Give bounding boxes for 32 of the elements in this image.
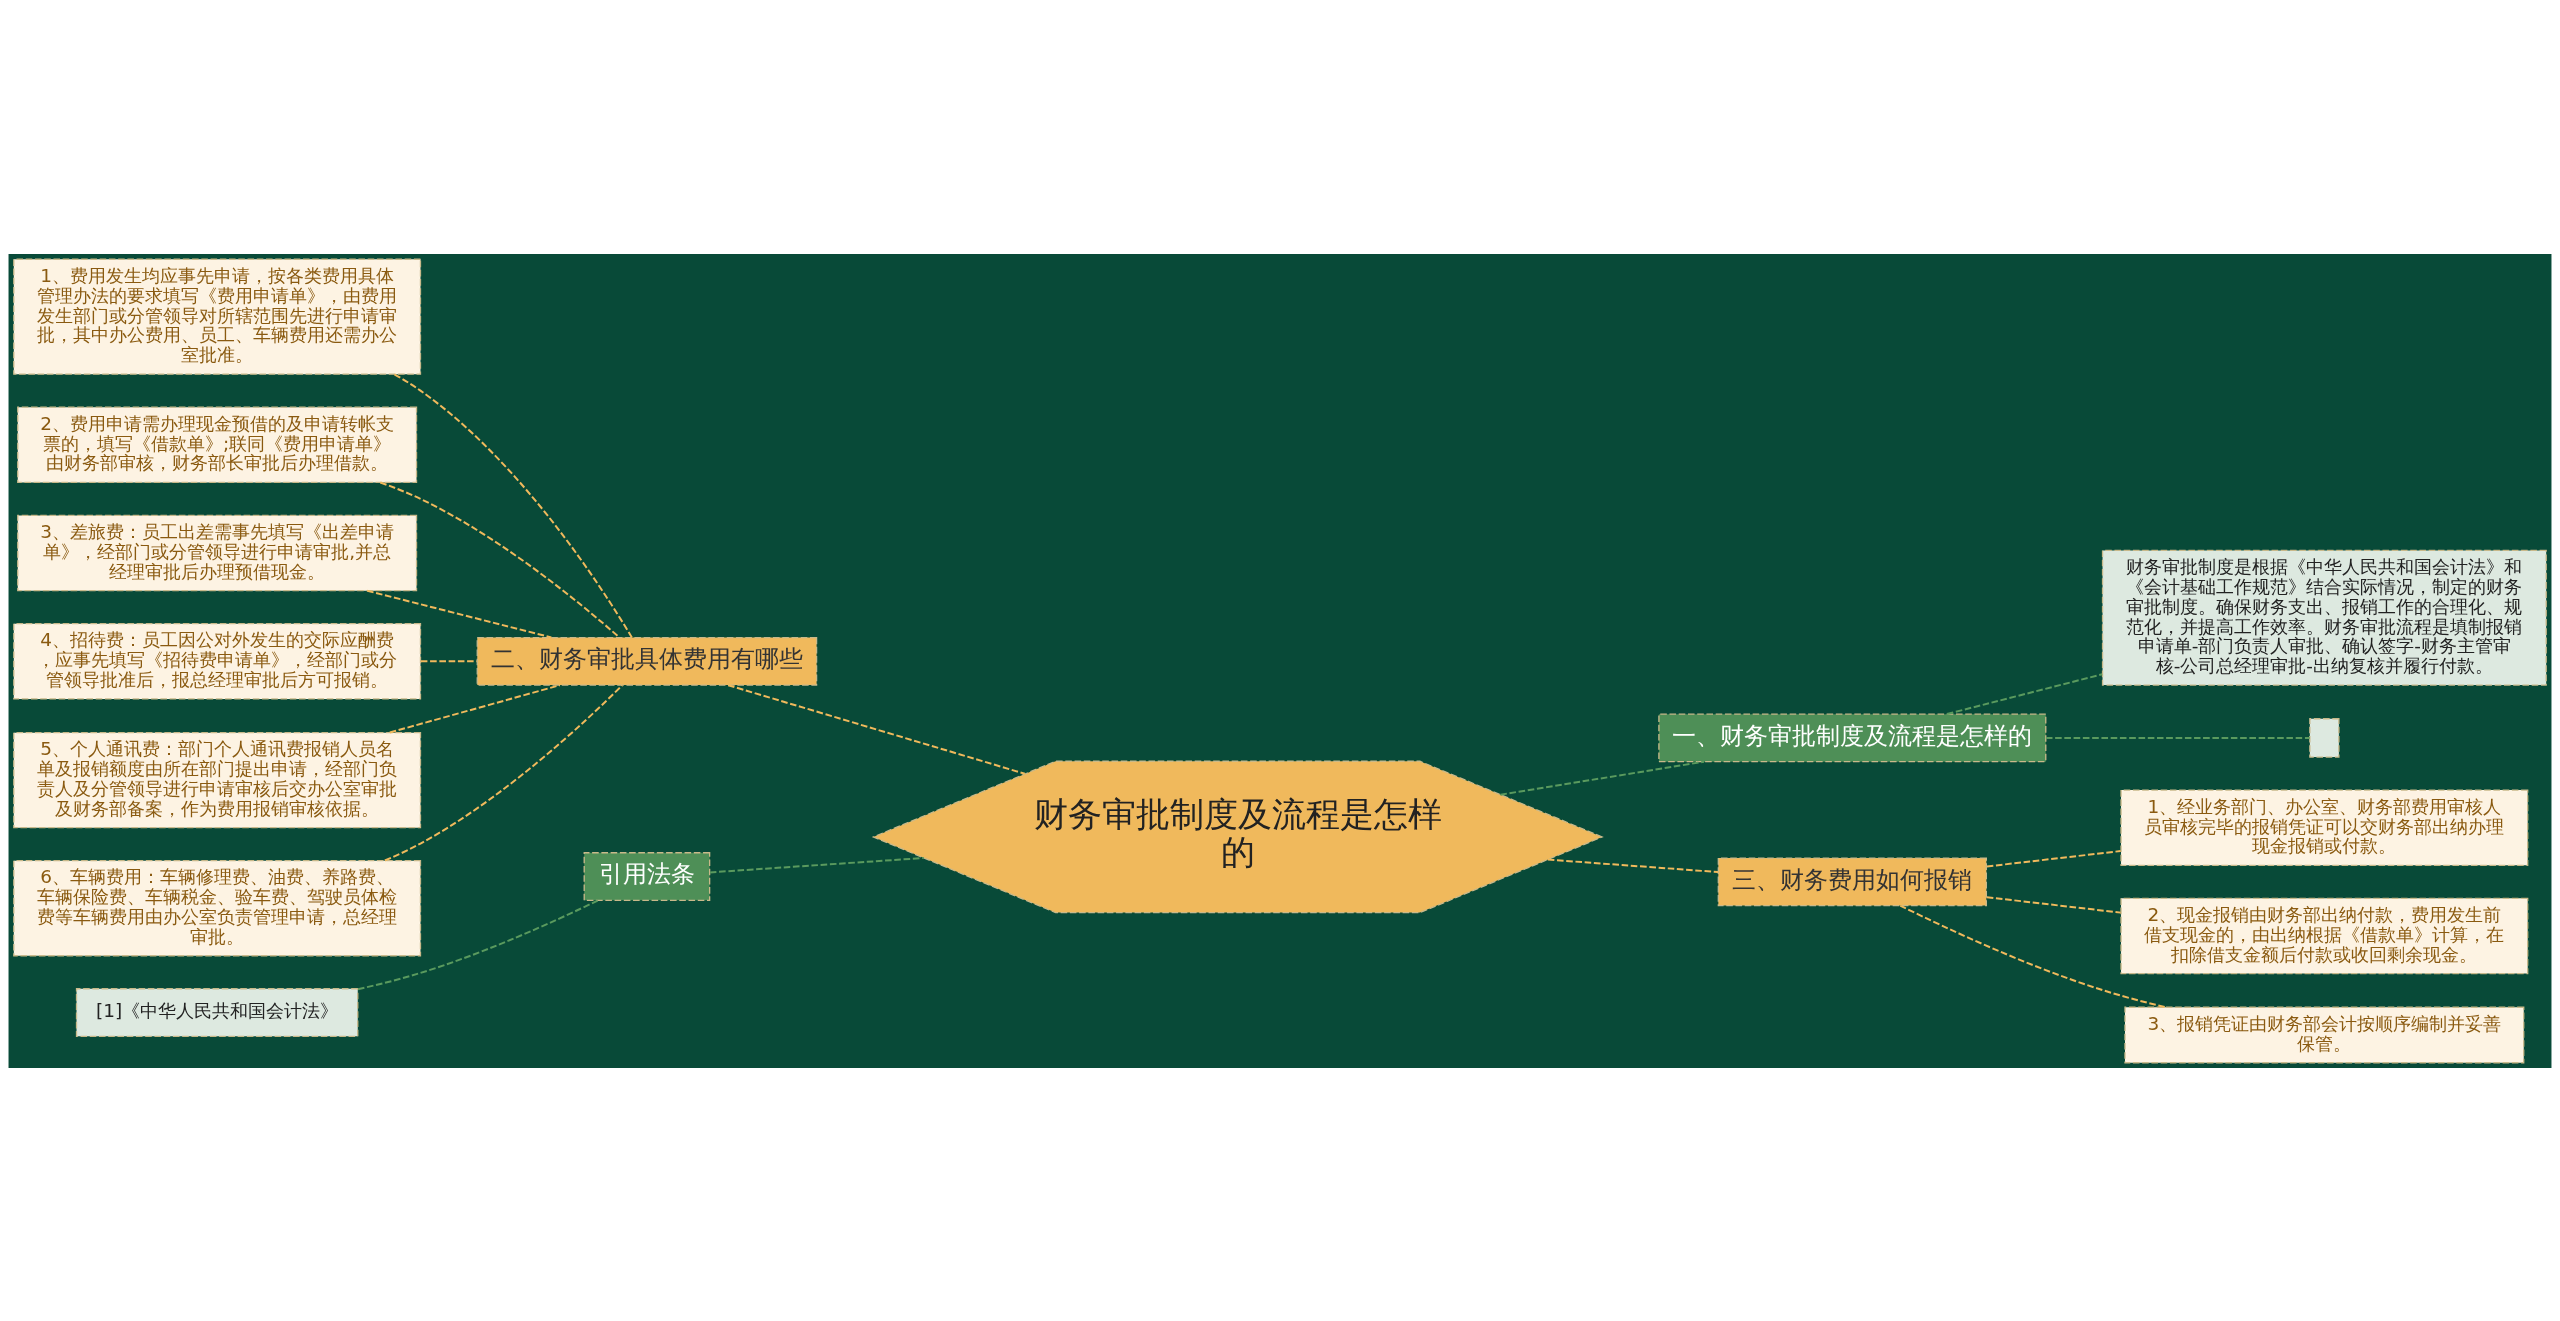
node-box: 4、招待费：员工因公对外发生的交际应酬费，应事先填写《招待费申请单》，经部门或分管领导批准后，报总经理审批后方可报销。 <box>13 622 422 700</box>
node-box: 6、车辆费用：车辆修理费、油费、养路费、车辆保险费、车辆税金、验车费、驾驶员体检费等车辆费用由办公室负责管理申请，总经理审批。 <box>13 859 422 956</box>
connector <box>357 898 599 990</box>
connector <box>1985 849 2122 867</box>
connector <box>727 683 1026 775</box>
connector <box>2044 736 2311 739</box>
connector <box>1985 895 2122 914</box>
connector <box>709 856 925 873</box>
node-box: 5、个人通讯费：部门个人通讯费报销人员名单及报销额度由所在部门提出申请，经部门负责人及分管领导进行申请审核后交办公室审批及财务部备案，作为费用报销审核依据。 <box>13 731 422 828</box>
connector <box>1499 760 1705 796</box>
node-box: 3、差旅费：员工出差需事先填写《出差申请单》，经部门或分管领导进行申请审批,并总经理审批后办理预借现金。 <box>17 514 418 591</box>
connector <box>1546 858 1720 873</box>
node-box: [1]《中华人民共和国会计法》 <box>75 987 359 1037</box>
node-box: 2、现金报销由财务部出纳付款，费用发生前借支现金的，由出纳根据《借款单》计算，在扣除借支金额后付款或收回剩余现金。 <box>2120 897 2529 974</box>
node-box: 一、财务审批制度及流程是怎样的 <box>1658 713 2047 762</box>
connector <box>379 480 621 638</box>
node-box: 三、财务费用如何报销 <box>1717 856 1987 906</box>
node-box: 二、财务审批具体费用有哪些 <box>476 636 818 686</box>
node-box: 2、费用申请需办理现金预借的及申请转帐支票的，填写《借款单》;联同《费用申请单》由财务部审核，财务部长审批后办理借款。 <box>17 406 418 483</box>
node-box: 引用法条 <box>583 851 711 901</box>
node-box: 3、报销凭证由财务部会计按顺序编制并妥善保管。 <box>2124 1006 2525 1063</box>
node-box: 1、费用发生均应事先申请，按各类费用具体管理办法的要求填写《费用申请单》，由费用发生部门或分管领导对所辖范围先进行申请审批，其中办公费用、员工、车辆费用还需办公室批准。 <box>13 258 422 375</box>
connector <box>419 659 478 662</box>
node-box: 1、经业务部门、办公室、财务部费用审核人员审核完毕的报销凭证可以交财务部出纳办理现金报销或付款。 <box>2120 788 2529 866</box>
node-box <box>2309 717 2340 758</box>
connector <box>1945 672 2104 715</box>
connector <box>1899 904 2167 1008</box>
connector <box>383 683 624 861</box>
connector <box>366 589 553 638</box>
node-box: 财务审批制度是根据《中华人民共和国会计法》和《会计基础工作规范》结合实际情况，制定的财务审批制度。确保财务支出、报销工作的合理化、规范化，并提高工作效率。财务审批流程是填制报销申请单-部门负责人审批、确认签字-财务主管审核-公司总经理审批-出纳复核并履行付款。 <box>2101 549 2547 686</box>
connector <box>388 683 561 733</box>
connector <box>393 372 633 638</box>
